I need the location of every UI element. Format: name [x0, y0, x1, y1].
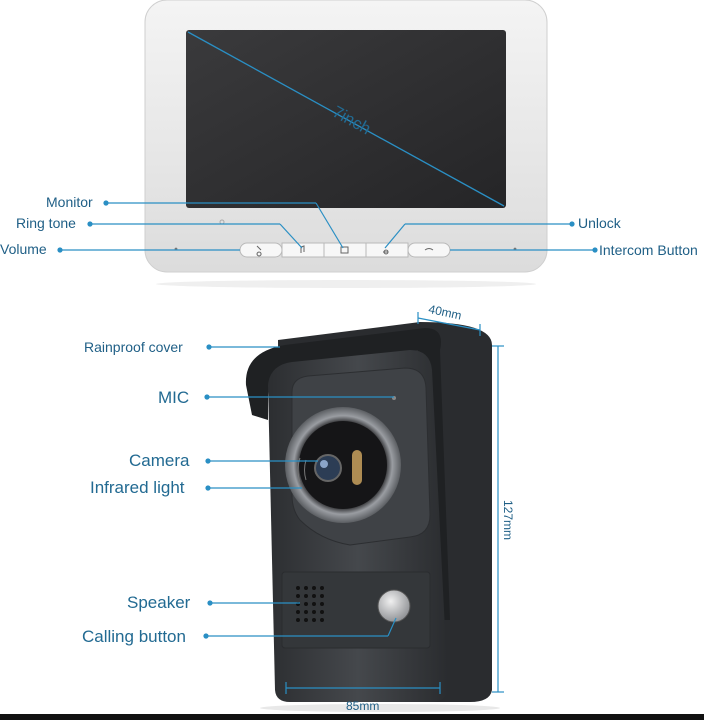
camera-switch-button[interactable] — [323, 242, 367, 258]
calling-button-label: Calling button — [82, 627, 186, 646]
camera-lens-inner — [299, 421, 387, 509]
key-icon — [383, 249, 389, 255]
monitor-label: Monitor — [46, 194, 93, 210]
dimension-lines — [285, 312, 504, 694]
speaker-label: Speaker — [127, 593, 191, 612]
rainproof-hood — [245, 328, 450, 620]
mic-label: MIC — [158, 388, 190, 407]
door-station — [245, 322, 492, 702]
unlock-label: Unlock — [578, 215, 621, 231]
width-dimension-label: 85mm — [346, 699, 380, 713]
lens-reflection — [320, 460, 328, 468]
calling-button-icon[interactable] — [377, 589, 411, 623]
ring-tone-button[interactable] — [281, 242, 325, 258]
camera-icon — [340, 246, 349, 254]
volume-label: Volume — [0, 241, 47, 257]
handset-icon — [424, 248, 434, 251]
infrared-light-label: Infrared light — [90, 478, 185, 497]
music-note-icon — [300, 245, 305, 253]
station-shadow — [260, 704, 500, 712]
monitor-callouts — [57, 200, 598, 253]
monitor-button-row — [239, 242, 451, 258]
screen-diagonal-line — [187, 31, 505, 207]
infrared-sensor — [352, 450, 362, 485]
ring-tone-label: Ring tone — [16, 215, 76, 231]
speaker-grille — [296, 586, 324, 622]
intercom-button[interactable] — [407, 242, 451, 258]
monitor-icon — [256, 245, 262, 257]
intercom-label: Intercom Button — [599, 242, 698, 258]
station-callouts — [203, 344, 397, 639]
infrared-led-icon — [297, 457, 307, 483]
height-dimension-label: 127mm — [501, 500, 515, 541]
camera-label: Camera — [129, 451, 190, 470]
monitor-shadow — [156, 280, 536, 288]
rainproof-cover-label: Rainproof cover — [84, 339, 183, 355]
camera-icon — [314, 454, 342, 482]
bottom-bar — [0, 714, 704, 720]
indoor-monitor — [144, 0, 548, 288]
